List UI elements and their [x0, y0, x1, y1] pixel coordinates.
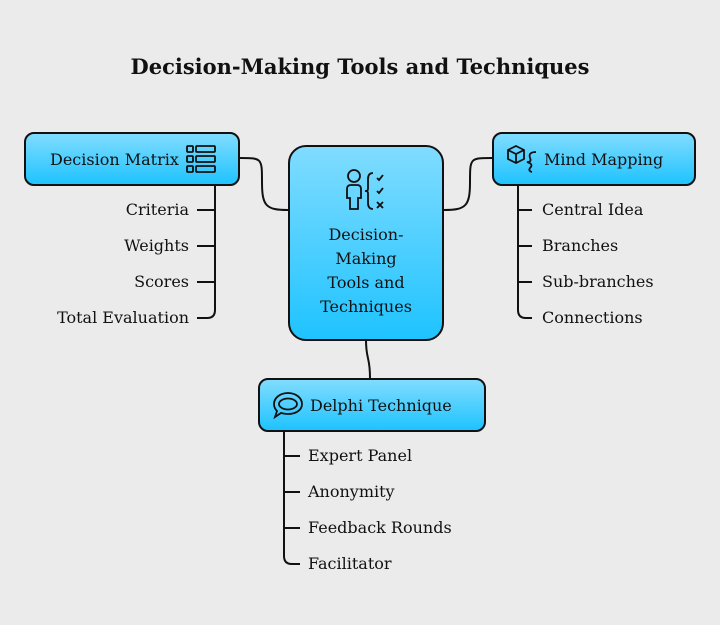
mind-mapping-label: Mind Mapping	[544, 149, 664, 169]
connector-delphi	[365, 339, 371, 379]
speech-bubble-icon	[273, 392, 303, 420]
central-label-3: Tools and	[327, 273, 405, 292]
mind-mapping-item: Connections	[542, 308, 643, 327]
connector-mind-mapping	[443, 157, 493, 211]
right-list-line	[517, 185, 532, 319]
delphi-item: Feedback Rounds	[308, 518, 452, 537]
diagram-title: Decision-Making Tools and Techniques	[130, 54, 590, 79]
delphi-technique-node: Delphi Technique	[258, 378, 486, 432]
decision-matrix-node: Decision Matrix	[24, 132, 240, 186]
cube-branch-icon	[507, 144, 537, 173]
decision-matrix-item: Weights	[124, 236, 189, 255]
connector-decision-matrix	[239, 157, 289, 211]
list-icon	[185, 145, 216, 173]
central-node: Decision- Making Tools and Techniques	[288, 145, 444, 341]
mind-mapping-node: Mind Mapping	[492, 132, 696, 186]
decision-matrix-item: Total Evaluation	[57, 308, 189, 327]
delphi-item: Expert Panel	[308, 446, 413, 465]
central-label-1: Decision-	[328, 225, 404, 244]
delphi-item: Anonymity	[308, 482, 395, 501]
decision-matrix-label: Decision Matrix	[50, 149, 179, 169]
decision-matrix-item: Criteria	[125, 200, 189, 219]
person-checklist-icon	[346, 169, 384, 210]
mind-mapping-item: Central Idea	[542, 200, 644, 219]
mind-mapping-item: Branches	[542, 236, 619, 255]
left-list-line	[197, 185, 216, 319]
delphi-list-line	[283, 432, 300, 565]
decision-matrix-item: Scores	[134, 272, 189, 291]
delphi-item: Facilitator	[308, 554, 392, 573]
delphi-technique-label: Delphi Technique	[310, 395, 452, 415]
mind-mapping-item: Sub-branches	[542, 272, 654, 291]
central-label-2: Making	[335, 249, 397, 268]
central-label-4: Techniques	[320, 297, 412, 316]
